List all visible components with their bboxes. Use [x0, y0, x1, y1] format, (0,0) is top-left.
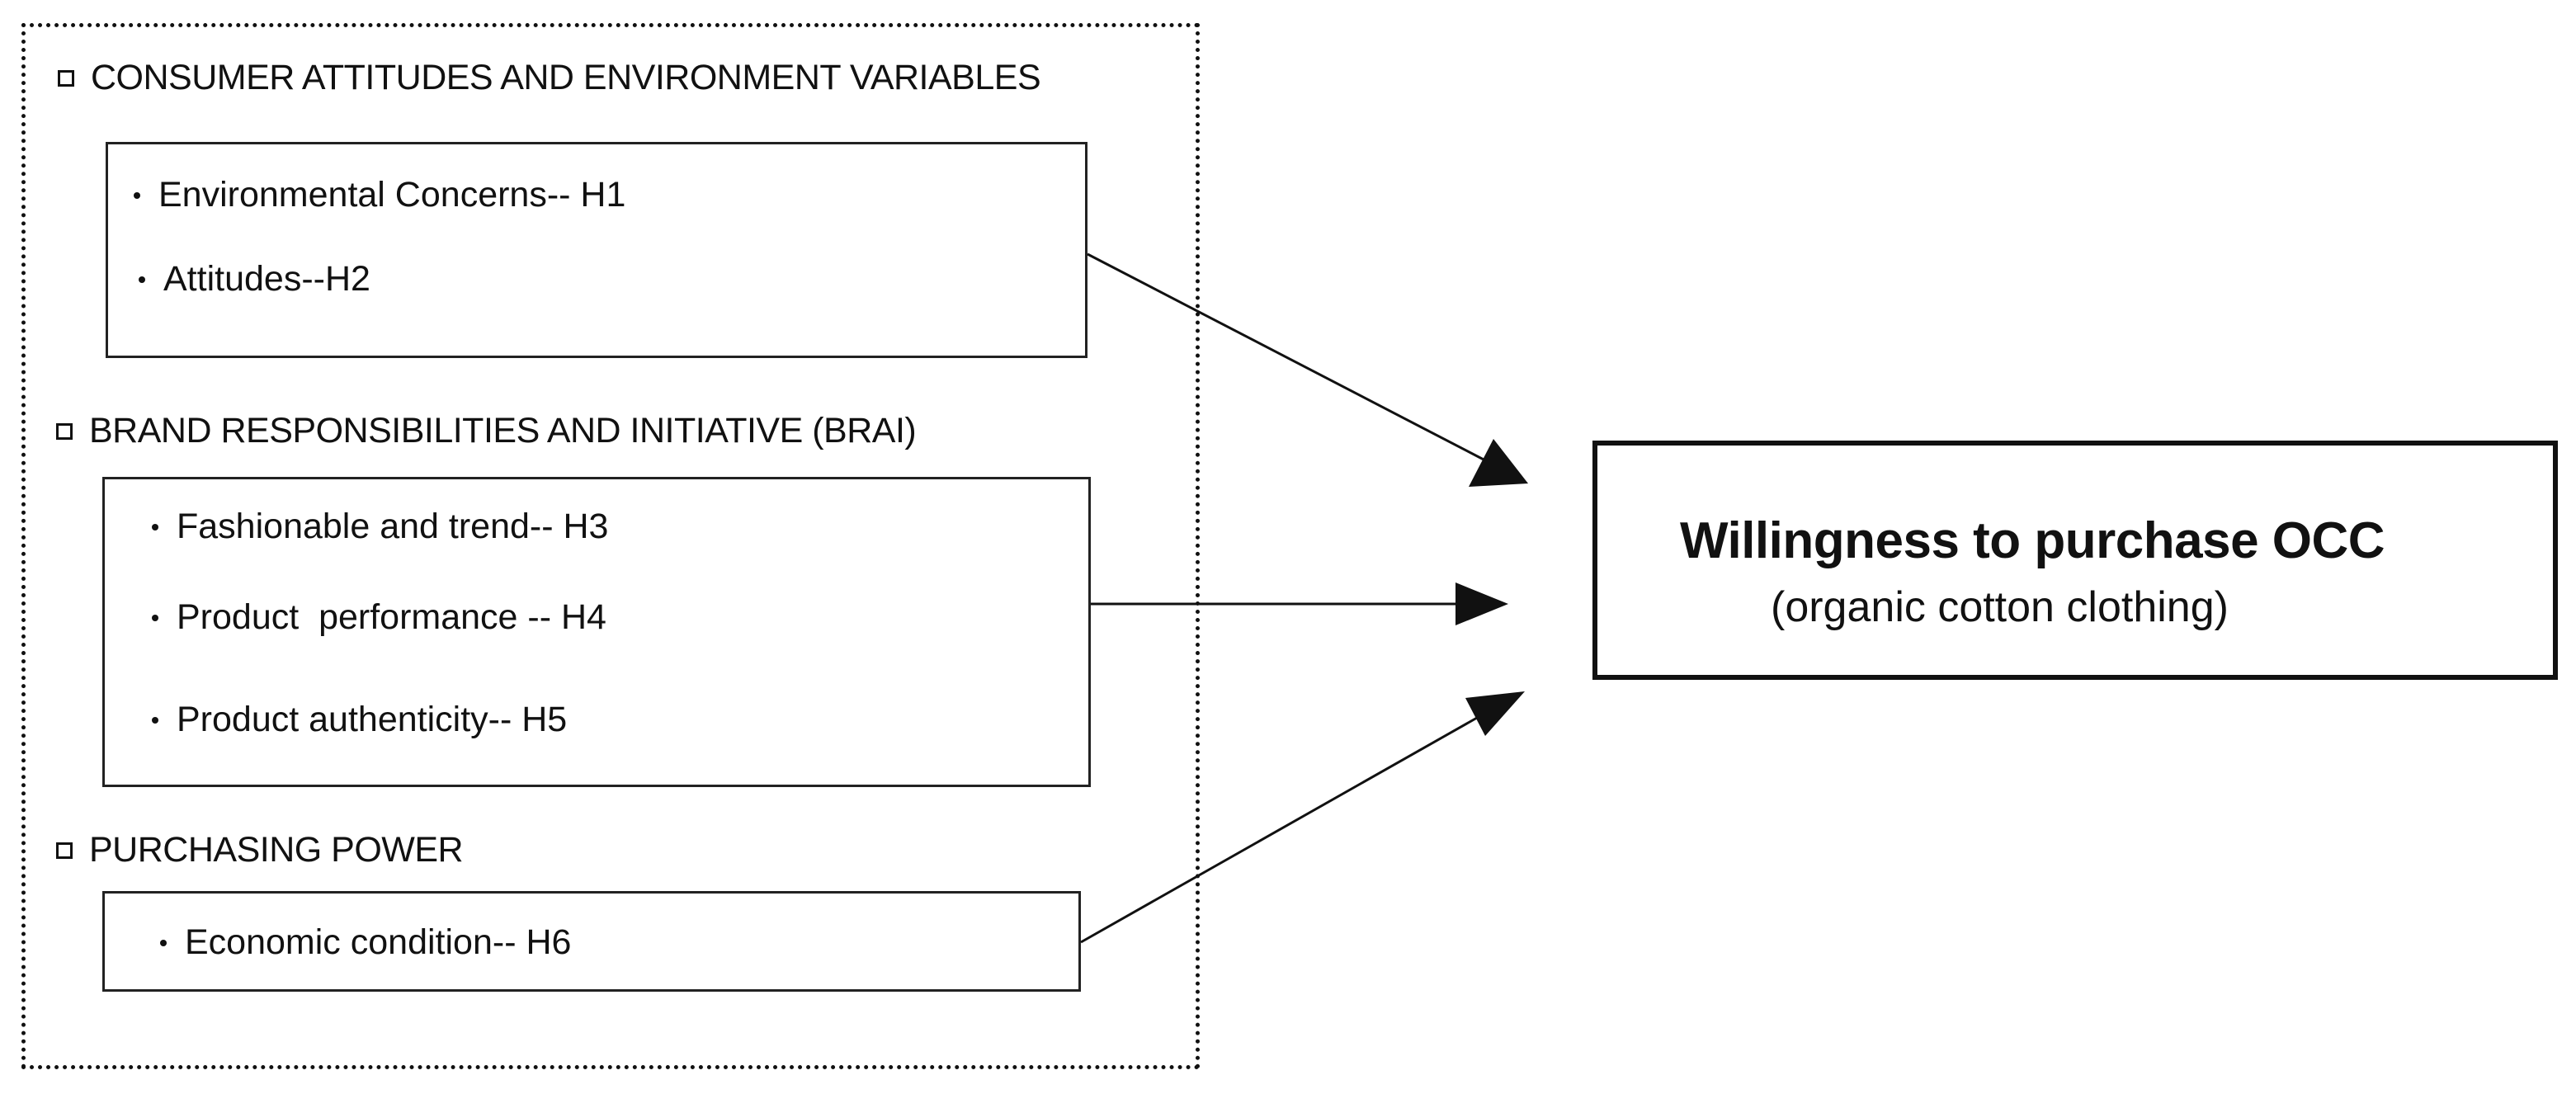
arrowhead-icon [1465, 691, 1525, 736]
bullet-dot-icon [160, 939, 167, 946]
group-title-consumer-attitudes: CONSUMER ATTITUDES AND ENVIRONMENT VARIA… [58, 58, 1041, 98]
bullet-dot-icon [139, 276, 145, 283]
predictors-dotted-frame [21, 23, 1200, 1069]
item-label: Fashionable and trend-- H3 [177, 507, 609, 546]
arrowhead-icon [1469, 439, 1528, 487]
group-title-purchasing-power: PURCHASING POWER [56, 830, 464, 870]
outcome-title: Willingness to purchase OCC [1680, 512, 2385, 569]
item-h1: Environmental Concerns-- H1 [134, 175, 625, 215]
item-label: Product performance -- H4 [177, 597, 606, 637]
brand-responsibilities-box [102, 477, 1091, 787]
bullet-dot-icon [152, 716, 158, 724]
item-h2: Attitudes--H2 [139, 259, 370, 299]
group-title-text: BRAND RESPONSIBILITIES AND INITIATIVE (B… [89, 411, 917, 450]
item-label: Economic condition-- H6 [185, 922, 572, 962]
bullet-dot-icon [152, 523, 158, 530]
item-label: Product authenticity-- H5 [177, 700, 568, 739]
square-bullet-icon [56, 422, 73, 440]
square-bullet-icon [58, 69, 74, 87]
square-bullet-icon [56, 842, 73, 859]
bullet-dot-icon [134, 191, 140, 199]
group-title-text: CONSUMER ATTITUDES AND ENVIRONMENT VARIA… [91, 58, 1041, 97]
arrow-line-consumer-to-outcome [1087, 252, 1486, 462]
item-h5: Product authenticity-- H5 [152, 700, 567, 740]
group-title-text: PURCHASING POWER [89, 830, 464, 870]
item-h6: Economic condition-- H6 [160, 922, 571, 963]
outcome-subtitle: (organic cotton clothing) [1771, 583, 2229, 631]
item-h4: Product performance -- H4 [152, 597, 606, 638]
arrow-line-purchasing-to-outcome [1080, 716, 1478, 944]
consumer-attitudes-box [106, 142, 1087, 358]
group-title-brand-responsibilities: BRAND RESPONSIBILITIES AND INITIATIVE (B… [56, 411, 917, 451]
item-label: Attitudes--H2 [163, 259, 370, 299]
bullet-dot-icon [152, 614, 158, 621]
arrowhead-icon [1455, 582, 1508, 625]
purchasing-power-box [102, 891, 1081, 992]
item-h3: Fashionable and trend-- H3 [152, 507, 608, 547]
item-label: Environmental Concerns-- H1 [158, 175, 626, 215]
outcome-box: Willingness to purchase OCC (organic cot… [1592, 441, 2558, 680]
